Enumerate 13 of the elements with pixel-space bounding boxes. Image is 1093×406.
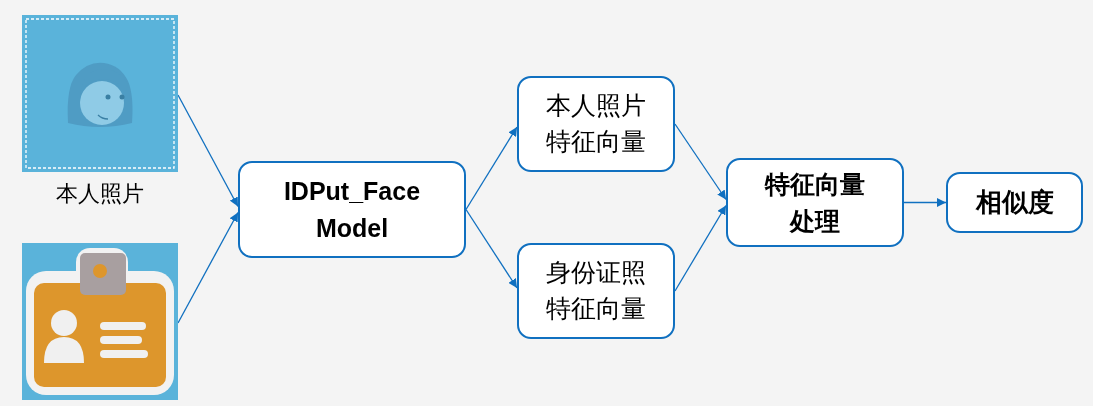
result-box: 相似度 xyxy=(946,172,1083,233)
image-caption: 本人照片 xyxy=(55,180,145,208)
arrow xyxy=(177,211,239,324)
arrow xyxy=(465,126,518,211)
model-box: IDPut_Face Model xyxy=(238,161,466,258)
process-box: 本人照片特征向量 xyxy=(517,76,675,172)
process-box: 身份证照特征向量 xyxy=(517,243,675,339)
arrow xyxy=(674,123,727,201)
arrow xyxy=(177,94,239,208)
arrow xyxy=(903,198,947,207)
arrow xyxy=(465,208,518,289)
arrow xyxy=(674,204,727,292)
process-box: 特征向量处理 xyxy=(726,158,904,247)
